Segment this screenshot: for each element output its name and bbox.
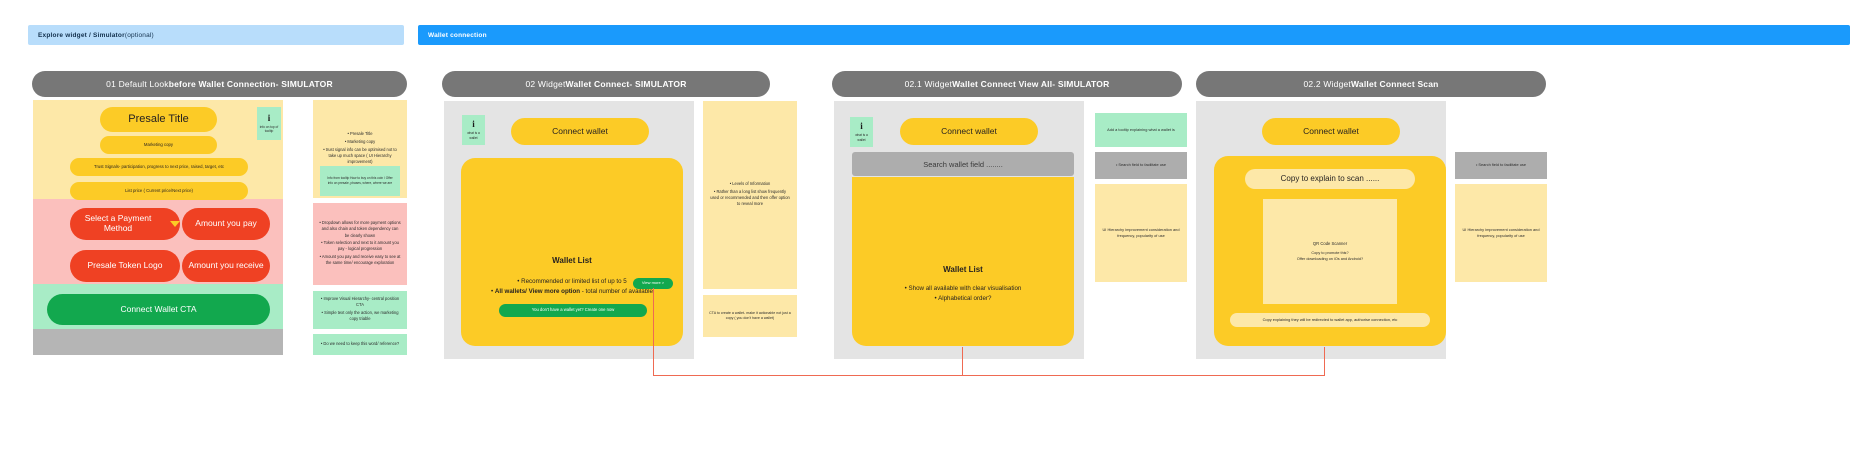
select-payment-method-label: Select a Payment Method [84, 213, 152, 233]
panel-header-022-prefix: 02.2 Widget [1303, 79, 1351, 89]
panel-header-01-strong: before Wallet Connection- SIMULATOR [168, 79, 333, 89]
connect-wallet-button-02[interactable]: Connect wallet [511, 118, 649, 145]
sticky-note-01-d[interactable]: Improve Visual Hierarchy- central positi… [313, 291, 407, 329]
panel-header-02-strong: Wallet Connect- SIMULATOR [565, 79, 687, 89]
marketing-copy-button[interactable]: Marketing copy [100, 136, 217, 154]
sticky-note-021-b[interactable]: Search field to facilitate use [1095, 152, 1187, 179]
note-text: UI Hierarchy improvement consideration a… [1102, 227, 1180, 238]
redirect-copy-label: Copy explaining they will be redirected … [1230, 313, 1430, 327]
panel-header-021: 02.1 Widget Wallet Connect View All- SIM… [832, 71, 1182, 97]
note-item: Do we need to keep this word/ reference? [321, 341, 399, 347]
connector-horizontal-main [653, 375, 1325, 376]
info-tooltip-label: what is a wallet [467, 131, 480, 140]
wallet-list-bullet-1: Recommended or limited list of up to 5 [491, 277, 653, 287]
amount-you-pay-field[interactable]: Amount you pay [182, 208, 270, 240]
connector-vertical-02 [653, 288, 654, 376]
wallet-list-title-021: Wallet List [943, 265, 983, 275]
list-price-button[interactable]: List price ( Current price/Next price) [70, 182, 248, 200]
note-item: Rather than a long list show frequently … [709, 189, 791, 207]
info-tooltip-label: what is a wallet [855, 133, 868, 142]
qr-sub-1: Copy to promote this? [1311, 250, 1349, 255]
banner-explore-regular: (optional) [124, 31, 154, 39]
view-more-button[interactable]: View more > [633, 278, 673, 289]
trust-signals-button[interactable]: Trust Signals- participation, progress t… [70, 158, 248, 176]
info-tooltip-chip-02[interactable]: i what is a wallet [462, 115, 485, 145]
qr-sub-2: Offer downloading on iOs and Android? [1296, 256, 1364, 261]
note-text: UI Hierarchy improvement consideration a… [1462, 227, 1540, 238]
banner-wallet-connection: Wallet connection [418, 25, 1850, 45]
info-icon: i [472, 119, 475, 130]
panel-header-02: 02 Widget Wallet Connect- SIMULATOR [442, 71, 770, 97]
note-item: Presale Title [319, 131, 401, 137]
qr-code-scanner-area[interactable]: QR Code Scanner Copy to promote this? Of… [1263, 199, 1397, 304]
note-item: Token selection and next to it amount yo… [319, 240, 401, 252]
presale-title-button[interactable]: Presale Title [100, 107, 217, 132]
wallet-list-bullet-2: All wallets/ View more option - total nu… [491, 287, 653, 297]
note-item: trust signal info can be optimised not t… [319, 147, 401, 165]
panel-header-01-prefix: 01 Default Look [106, 79, 169, 89]
search-wallet-input[interactable]: Search wallet field ........ [852, 152, 1074, 176]
sticky-note-021-a[interactable]: Add a tooltip explaining what a wallet i… [1095, 113, 1187, 147]
wallet-list-021-bullet-1: Show all available with clear visualisat… [905, 284, 1022, 294]
note-item: Search field to facilitate use [1476, 162, 1526, 168]
qr-code-scanner-title: QR Code Scanner [1312, 240, 1348, 246]
sticky-note-02-b[interactable]: CTA to create a wallet- make it actionab… [703, 295, 797, 337]
sticky-note-01-e[interactable]: Do we need to keep this word/ reference? [313, 334, 407, 355]
banner-wallet-strong: Wallet connection [428, 31, 487, 39]
note-text: Info from tooltip How to buy on this coi… [327, 176, 393, 185]
sticky-note-01-b[interactable]: Info from tooltip How to buy on this coi… [320, 166, 400, 196]
panel-header-02-prefix: 02 Widget [525, 79, 566, 89]
info-icon: i [267, 112, 271, 123]
note-item: Dropdown allows for more payment options… [319, 220, 401, 238]
note-text: Add a tooltip explaining what a wallet i… [1107, 127, 1175, 133]
panel-01-grey-footer [33, 329, 283, 355]
presale-token-logo-button[interactable]: Presale Token Logo [70, 250, 180, 282]
sticky-note-01-c[interactable]: Dropdown allows for more payment options… [313, 203, 407, 285]
wallet-list-bullet-2-tail: - total number of available [580, 287, 653, 295]
note-item: Marketing copy [319, 139, 401, 145]
banner-explore-strong: Explore widget / Simulator [38, 31, 125, 39]
info-tooltip-chip-01[interactable]: i info on top of tooltip [257, 107, 281, 140]
note-text: CTA to create a wallet- make it actionab… [709, 310, 791, 320]
connect-wallet-button-021[interactable]: Connect wallet [900, 118, 1038, 145]
wallet-list-title-02: Wallet List [552, 255, 592, 265]
note-item: Simple text only the action, we marketin… [319, 310, 401, 322]
select-payment-method-dropdown[interactable]: Select a Payment Method [70, 208, 180, 240]
create-wallet-cta-button[interactable]: You don't have a wallet yet? Create one … [499, 304, 647, 317]
info-tooltip-label: info on top of tooltip [259, 124, 279, 133]
connector-vertical-022 [1324, 347, 1325, 376]
note-item: Levels of Information [709, 181, 791, 187]
panel-header-022: 02.2 Widget Wallet Connect Scan [1196, 71, 1546, 97]
sticky-note-022-a[interactable]: Search field to facilitate use [1455, 152, 1547, 179]
wallet-list-card-021: Wallet List Show all available with clea… [852, 177, 1074, 346]
copy-to-explain-scan-label: Copy to explain to scan ...... [1245, 169, 1415, 189]
wallet-list-card-02: Wallet List Recommended or limited list … [461, 158, 683, 346]
banner-explore-widget: Explore widget / Simulator (optional) [28, 25, 404, 45]
wallet-list-bullet-2-bold: All wallets/ View more option [494, 287, 581, 295]
connect-wallet-cta-button[interactable]: Connect Wallet CTA [47, 294, 270, 325]
note-item: Amount you pay and receive easy to see a… [319, 254, 401, 266]
panel-header-021-strong: Wallet Connect View All- SIMULATOR [952, 79, 1110, 89]
sticky-note-022-b[interactable]: UI Hierarchy improvement consideration a… [1455, 184, 1547, 282]
panel-header-022-strong: Wallet Connect Scan [1351, 79, 1439, 89]
sticky-note-021-c[interactable]: UI Hierarchy improvement consideration a… [1095, 184, 1187, 282]
sticky-note-02-a[interactable]: Levels of Information Rather than a long… [703, 101, 797, 289]
note-item: Search field to facilitate use [1116, 162, 1166, 168]
connect-wallet-button-022[interactable]: Connect wallet [1262, 118, 1400, 145]
wallet-list-021-bullet-2: Alphabetical order? [905, 294, 1022, 304]
note-item: Improve Visual Hierarchy- central positi… [319, 296, 401, 308]
panel-header-021-prefix: 02.1 Widget [904, 79, 953, 89]
info-tooltip-chip-021[interactable]: i what is a wallet [850, 117, 873, 147]
chevron-down-icon [170, 221, 180, 227]
info-icon: i [860, 121, 863, 132]
connector-vertical-021 [962, 347, 963, 376]
amount-you-receive-field[interactable]: Amount you receive [182, 250, 270, 282]
panel-header-01: 01 Default Look before Wallet Connection… [32, 71, 407, 97]
scan-card-022: Copy to explain to scan ...... QR Code S… [1214, 156, 1446, 346]
